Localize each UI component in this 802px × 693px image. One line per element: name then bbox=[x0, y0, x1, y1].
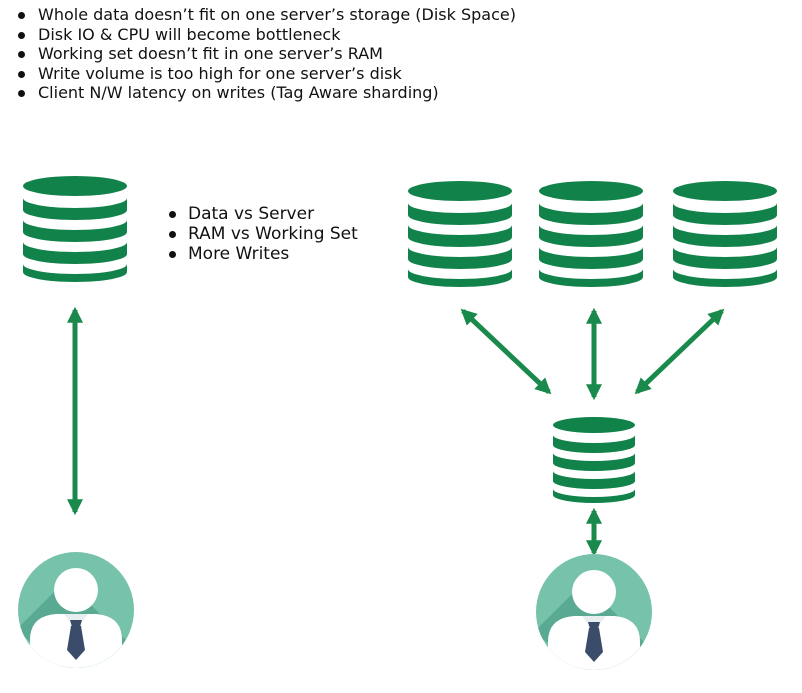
database-icon bbox=[539, 181, 643, 287]
scaling-factors-list: Data vs Server RAM vs Working Set More W… bbox=[167, 204, 358, 264]
factor-item: More Writes bbox=[167, 244, 358, 264]
reason-item: Client N/W latency on writes (Tag Aware … bbox=[14, 83, 516, 103]
reason-item: Working set doesn’t fit in one server’s … bbox=[14, 44, 516, 64]
factor-item: RAM vs Working Set bbox=[167, 224, 358, 244]
reason-item: Whole data doesn’t fit on one server’s s… bbox=[14, 5, 516, 25]
sharding-reasons-list: Whole data doesn’t fit on one server’s s… bbox=[14, 5, 516, 103]
user-icon bbox=[534, 554, 674, 693]
double-arrow bbox=[634, 308, 725, 395]
reason-item: Write volume is too high for one server’… bbox=[14, 64, 516, 84]
double-arrow bbox=[460, 308, 552, 395]
database-icon bbox=[408, 181, 512, 287]
user-icon bbox=[16, 552, 156, 693]
reason-item: Disk IO & CPU will become bottleneck bbox=[14, 25, 516, 45]
database-icon bbox=[673, 181, 777, 287]
database-icon bbox=[553, 417, 635, 503]
factor-item: Data vs Server bbox=[167, 204, 358, 224]
database-icon bbox=[23, 176, 127, 282]
